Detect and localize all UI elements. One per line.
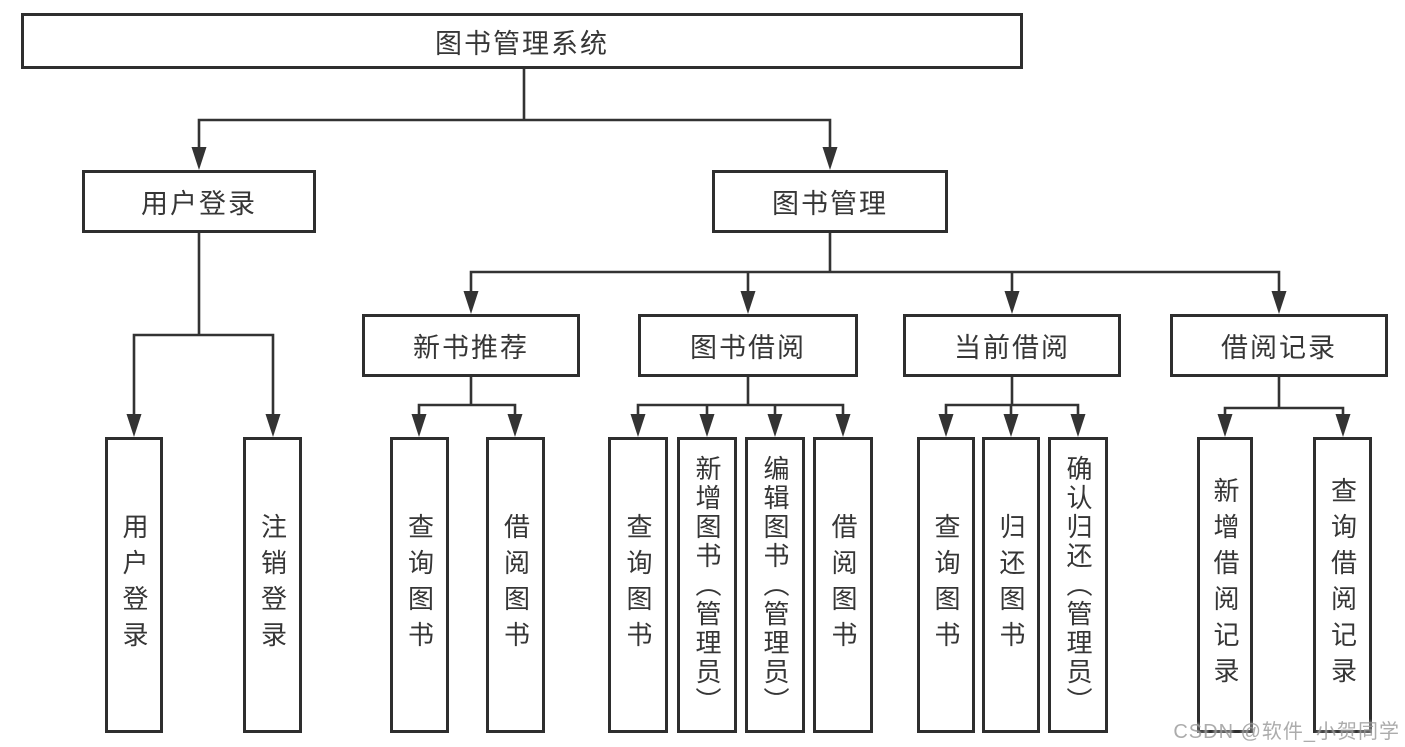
node-book-borrowing: 图书借阅 [638,314,858,377]
node-book-management: 图书管理 [712,170,948,233]
arrowheads [126,147,1351,437]
node-leaf-query-books-3: 查询图书 [917,437,975,733]
node-leaf-borrow-books-2: 借阅图书 [813,437,873,733]
node-leaf-return-books: 归还图书 [982,437,1040,733]
node-leaf-query-borrow-record: 查询借阅记录 [1313,437,1372,733]
connector-paths [132,69,1345,420]
node-leaf-borrow-books-1: 借阅图书 [486,437,545,733]
node-library-system: 图书管理系统 [21,13,1023,69]
node-leaf-query-books-1: 查询图书 [390,437,449,733]
node-leaf-logout: 注销登录 [243,437,302,733]
watermark: CSDN @软件_小贺同学 [1173,721,1400,743]
node-current-borrowing: 当前借阅 [903,314,1121,377]
node-borrowing-records: 借阅记录 [1170,314,1388,377]
node-leaf-user-login: 用户登录 [105,437,163,733]
node-leaf-query-books-2: 查询图书 [608,437,668,733]
node-leaf-add-borrow-record: 新增借阅记录 [1197,437,1253,733]
node-user-login: 用户登录 [82,170,316,233]
node-new-book-recommend: 新书推荐 [362,314,580,377]
node-leaf-edit-books-admin: 编辑图书（管理员） [745,437,805,733]
node-leaf-confirm-return-admin: 确认归还（管理员） [1048,437,1108,733]
node-leaf-add-books-admin: 新增图书（管理员） [677,437,737,733]
